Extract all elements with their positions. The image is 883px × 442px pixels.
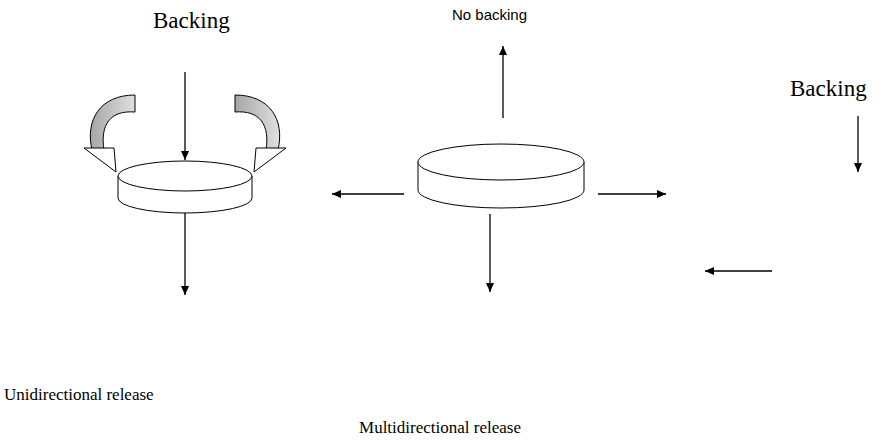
release-arrow <box>184 213 185 295</box>
curved-arrow-left <box>84 95 135 172</box>
release-arrow <box>598 193 666 194</box>
curved-arrow-right <box>235 95 286 172</box>
backing-label: Backing <box>153 8 230 34</box>
backing-label: Backing <box>790 76 867 102</box>
release-arrow <box>489 214 490 292</box>
release-arrow <box>332 193 404 194</box>
no-backing-label: No backing <box>452 6 527 23</box>
release-caption: Multidirectional release <box>359 418 521 438</box>
release-caption: Unidirectional release <box>4 385 154 405</box>
no-backing-arrow <box>502 46 503 118</box>
backing-arrow <box>857 116 858 172</box>
disc-center <box>418 144 584 208</box>
disc-left <box>118 161 252 213</box>
release-arrow <box>705 270 772 271</box>
backing-arrow <box>184 72 185 160</box>
